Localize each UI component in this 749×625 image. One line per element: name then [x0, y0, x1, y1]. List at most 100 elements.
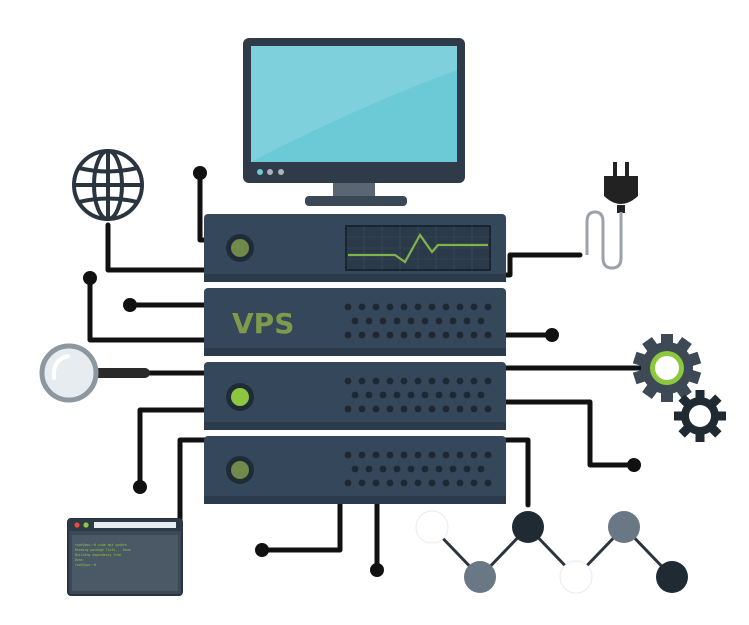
vent-hole [400, 479, 408, 487]
vent-hole [477, 317, 485, 325]
vent-hole [407, 391, 415, 399]
vent-hole [358, 377, 366, 385]
terminal-line: Done [75, 558, 83, 562]
wire-plug [497, 252, 583, 278]
vent-hole [351, 317, 359, 325]
vent-hole [365, 317, 373, 325]
vent-hole [393, 391, 401, 399]
vent-hole [484, 331, 492, 339]
vent-hole [379, 391, 387, 399]
wire-right-lower [497, 399, 635, 468]
vent-hole [470, 303, 478, 311]
vent-hole [449, 317, 457, 325]
vent-hole [351, 465, 359, 473]
vent-hole [400, 377, 408, 385]
vent-hole [414, 405, 422, 413]
terminal-line: root@vps:~# sudo apt update [75, 543, 127, 547]
vent-grid [344, 377, 492, 413]
vps-label: VPS [232, 307, 294, 340]
graph-node [512, 511, 544, 543]
vent-hole [470, 451, 478, 459]
vent-hole [484, 451, 492, 459]
vent-hole [386, 451, 394, 459]
vent-hole [344, 331, 352, 339]
vent-grid [344, 451, 492, 487]
vent-hole [393, 465, 401, 473]
rack-unit-1 [204, 214, 506, 282]
vent-hole [351, 391, 359, 399]
vent-hole [386, 303, 394, 311]
wire-network [497, 437, 531, 508]
vent-hole [365, 391, 373, 399]
terminal-line: Building dependency tree [75, 553, 121, 557]
wire-dot [123, 298, 137, 312]
vent-hole [407, 465, 415, 473]
wire-dot [193, 166, 207, 180]
vent-hole [414, 451, 422, 459]
graph-node [656, 561, 688, 593]
vent-hole [414, 479, 422, 487]
vent-hole [435, 391, 443, 399]
vent-hole [414, 331, 422, 339]
vent-hole [470, 405, 478, 413]
vent-hole [344, 303, 352, 311]
vent-hole [344, 405, 352, 413]
wire-globe [105, 222, 211, 273]
terminal-text: root@vps:~# sudo apt update Reading pack… [75, 543, 131, 567]
vent-hole [435, 317, 443, 325]
vent-hole [386, 331, 394, 339]
vent-hole [379, 317, 387, 325]
network-graph-icon [415, 510, 688, 594]
vent-hole [386, 479, 394, 487]
vent-hole [456, 479, 464, 487]
vent-hole [442, 303, 450, 311]
vent-hole [386, 405, 394, 413]
wire-left-lower [137, 407, 211, 490]
vent-hole [435, 465, 443, 473]
vent-hole [358, 479, 366, 487]
vent-hole [428, 303, 436, 311]
vent-hole [470, 331, 478, 339]
vent-hole [442, 479, 450, 487]
wire-dot [83, 271, 97, 285]
graph-node [464, 561, 496, 593]
vent-hole [344, 451, 352, 459]
wire-left-long [87, 275, 211, 343]
globe-icon [72, 149, 144, 221]
vent-hole [400, 451, 408, 459]
vent-hole [477, 391, 485, 399]
vent-hole [456, 377, 464, 385]
vent-hole [442, 405, 450, 413]
gear-tooth [695, 430, 705, 442]
vent-hole [484, 303, 492, 311]
vent-hole [456, 405, 464, 413]
vent-hole [358, 303, 366, 311]
vent-hole [372, 331, 380, 339]
terminal-line: Reading package lists... Done [75, 548, 131, 552]
wire-dot [255, 543, 269, 557]
vent-hole [470, 479, 478, 487]
vent-hole [358, 405, 366, 413]
vent-hole [484, 479, 492, 487]
vent-hole [484, 405, 492, 413]
vent-hole [442, 331, 450, 339]
server-rack: VPS [204, 214, 506, 504]
wire-end-dots [83, 166, 641, 577]
graph-node [559, 560, 593, 594]
vent-hole [400, 331, 408, 339]
monitor-icon [243, 38, 465, 206]
rack-unit-2: VPS [204, 288, 506, 356]
vent-hole [421, 465, 429, 473]
wire-terminal [177, 437, 211, 523]
rack-unit-4 [204, 436, 506, 504]
vent-hole [456, 303, 464, 311]
vent-hole [372, 405, 380, 413]
wire-dot [133, 480, 147, 494]
vent-hole [358, 331, 366, 339]
wire-dot [545, 328, 559, 342]
vent-hole [358, 451, 366, 459]
terminal-line: root@vps:~# [75, 563, 96, 567]
vent-hole [442, 451, 450, 459]
magnifier-icon [39, 343, 150, 403]
